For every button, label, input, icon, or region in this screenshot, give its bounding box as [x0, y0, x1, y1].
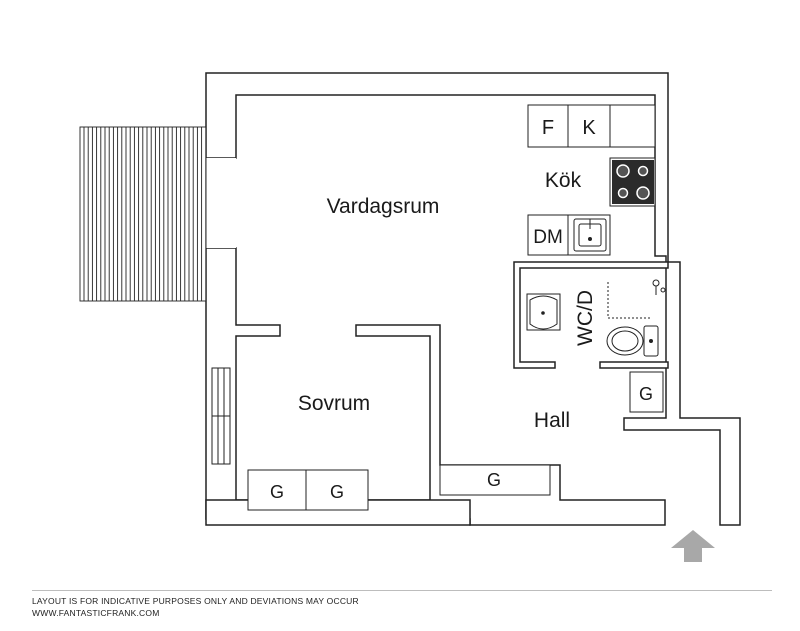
walls	[205, 72, 741, 526]
label-hall: Hall	[534, 409, 570, 432]
washbasin-icon	[526, 293, 561, 331]
shower-icon	[607, 279, 666, 319]
south-wall	[205, 499, 471, 526]
label-wardrobe-bed-1: G	[270, 482, 284, 502]
label-kok: Kök	[545, 169, 582, 192]
entrance-arrow-icon	[671, 530, 715, 562]
disclaimer-text: LAYOUT IS FOR INDICATIVE PURPOSES ONLY A…	[32, 596, 359, 606]
stove-icon	[612, 160, 654, 204]
label-sovrum: Sovrum	[298, 392, 370, 415]
label-wardrobe-hall: G	[487, 470, 501, 490]
label-freezer: K	[582, 117, 596, 139]
balcony-icon	[79, 126, 207, 302]
label-wardrobe-bath: G	[639, 384, 653, 404]
label-dishwasher: DM	[533, 227, 563, 248]
sink-icon	[573, 218, 607, 252]
footer: LAYOUT IS FOR INDICATIVE PURPOSES ONLY A…	[32, 590, 772, 619]
label-vardagsrum: Vardagsrum	[327, 195, 440, 218]
label-wcd: WC/D	[574, 290, 597, 346]
label-fridge: F	[542, 117, 554, 139]
toilet-icon	[606, 325, 659, 357]
wardrobes	[247, 371, 664, 511]
label-wardrobe-bed-2: G	[330, 482, 344, 502]
window-west	[211, 367, 231, 465]
website-text: WWW.FANTASTICFRANK.COM	[32, 608, 160, 618]
